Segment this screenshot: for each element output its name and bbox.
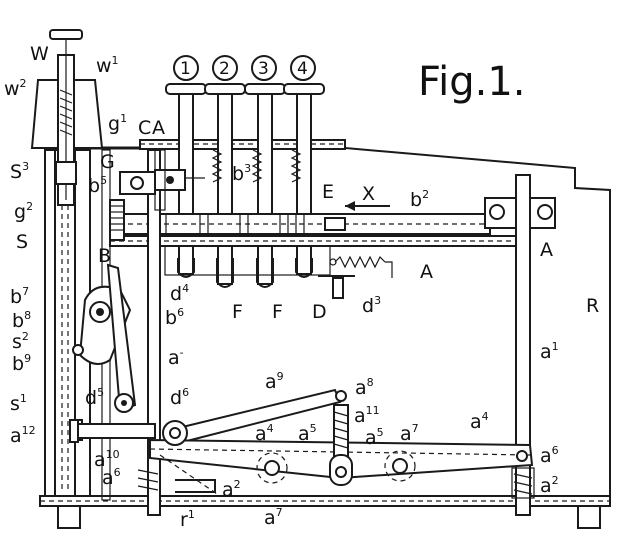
label-a7-top: a7 xyxy=(400,422,419,445)
label-A-right: A xyxy=(540,239,553,261)
label-B: B xyxy=(98,245,111,267)
base-plate xyxy=(39,495,611,529)
key-1-label: 1 xyxy=(180,59,191,79)
key-4-label: 4 xyxy=(297,59,308,79)
key-2-label: 2 xyxy=(219,59,230,79)
label-a6-left: a6 xyxy=(102,466,121,489)
label-a9: a9 xyxy=(265,370,284,393)
label-R: R xyxy=(586,295,599,317)
label-a1: a1 xyxy=(540,340,559,363)
label-g2: g2 xyxy=(14,200,33,223)
key-1[interactable]: 1 xyxy=(173,55,199,81)
label-a12: a12 xyxy=(10,424,36,447)
label-W2: w2 xyxy=(4,77,27,100)
key-caps: 1 2 3 4 xyxy=(173,55,316,81)
label-D: D xyxy=(312,301,327,323)
label-a5-left: a5 xyxy=(298,422,317,445)
shaft-assembly xyxy=(109,197,556,247)
key-4[interactable]: 4 xyxy=(290,55,316,81)
label-a11: a11 xyxy=(354,404,380,427)
spring-d3 xyxy=(318,255,393,299)
label-A-mid: A xyxy=(420,261,433,283)
key-2[interactable]: 2 xyxy=(212,55,238,81)
label-W1: w1 xyxy=(96,54,119,77)
label-a5-right: a5 xyxy=(365,426,384,449)
label-a4-right: a4 xyxy=(470,410,489,433)
label-a4-left: a4 xyxy=(255,422,274,445)
label-a8: a8 xyxy=(355,376,374,399)
label-b8: b8 xyxy=(12,309,31,332)
label-b7: b7 xyxy=(10,285,29,308)
label-F1: F xyxy=(232,301,243,323)
label-b6: b6 xyxy=(165,306,184,329)
label-F2: F xyxy=(272,301,283,323)
upper-bracket xyxy=(154,149,205,211)
key-3-label: 3 xyxy=(258,59,269,79)
label-d5: d5 xyxy=(85,386,104,409)
lower-levers xyxy=(69,388,534,497)
label-G: G xyxy=(100,151,115,173)
label-d6: d6 xyxy=(170,386,189,409)
label-a7-bottom: a7 xyxy=(264,506,283,529)
label-a2-left: a2 xyxy=(222,478,241,501)
label-a2-right: a2 xyxy=(540,474,559,497)
label-s1: s1 xyxy=(10,392,27,415)
label-E: E xyxy=(322,181,334,203)
label-a-dash: a- xyxy=(168,346,184,369)
reference-labels: W w1 w2 S3 g1 C A G b5 b3 g2 E X b2 A S … xyxy=(4,43,599,531)
label-b2: b2 xyxy=(410,188,429,211)
label-S3: S3 xyxy=(10,160,29,183)
label-C: C xyxy=(138,117,151,139)
label-a6-right: a6 xyxy=(540,444,559,467)
figure-title: Fig.1. xyxy=(418,59,525,105)
label-S: S xyxy=(16,231,28,253)
label-b9: b9 xyxy=(12,352,31,375)
label-a10: a10 xyxy=(94,448,120,471)
label-g1: g1 xyxy=(108,112,127,135)
link-d5 xyxy=(106,263,137,413)
label-s2: s2 xyxy=(12,330,29,353)
label-d4: d4 xyxy=(170,282,189,305)
label-r1: r1 xyxy=(180,508,195,531)
label-A-top: A xyxy=(152,117,165,139)
key-stems xyxy=(164,83,331,288)
right-upright xyxy=(511,174,535,516)
label-b5: b5 xyxy=(88,174,107,197)
label-b3: b3 xyxy=(232,162,251,185)
label-d3: d3 xyxy=(362,294,381,317)
key-3[interactable]: 3 xyxy=(251,55,277,81)
label-W: W xyxy=(30,43,49,65)
label-X: X xyxy=(362,183,375,205)
